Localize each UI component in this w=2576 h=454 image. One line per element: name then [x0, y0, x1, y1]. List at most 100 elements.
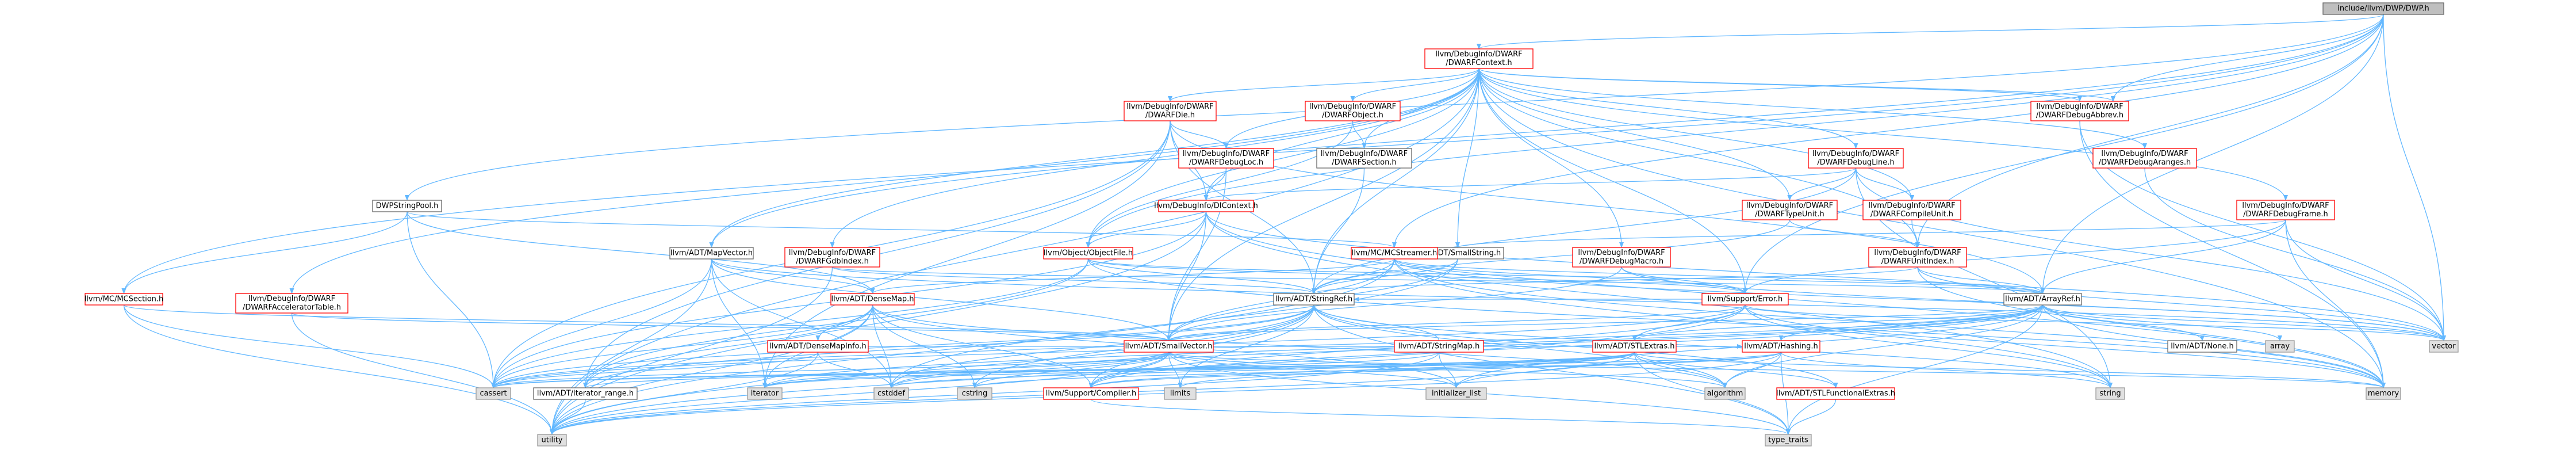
edge-stringmap-to-stringref — [1312, 304, 1440, 341]
edge-mcstreamer-to-supporterror — [1394, 258, 1747, 294]
node-label-dwarfgdbindex-0: llvm/DebugInfo/DWARF — [789, 249, 876, 257]
node-box-dwarftypeunit — [1742, 200, 1838, 220]
node-label-vector-0: vector — [2432, 342, 2456, 351]
node-initlist: initializer_list — [1425, 387, 1487, 400]
edge-supporterror-to-smallvector — [1166, 304, 1746, 341]
edge-objectfile-to-iteratorrange — [583, 258, 1089, 388]
node-box-smallvector — [1124, 340, 1214, 353]
node-label-stringmap-0: llvm/ADT/StringMap.h — [1398, 342, 1480, 351]
node-dwarfunitindex[interactable]: llvm/DebugInfo/DWARF/DWARFUnitIndex.h — [1868, 247, 1967, 268]
node-stlfunctional[interactable]: llvm/ADT/STLFunctionalExtras.h — [1776, 387, 1895, 400]
node-none[interactable]: llvm/ADT/None.h — [2167, 340, 2237, 353]
edge-dwp-to-mapvector — [709, 14, 2384, 248]
node-label-dwarfdebugline-1: /DWARFDebugLine.h — [1817, 158, 1894, 167]
node-box-dwarfdebugframe — [2236, 200, 2335, 220]
node-box-mapvector — [669, 247, 754, 260]
edge-compiler-to-typetraits — [1090, 399, 1791, 435]
node-iteratorrange[interactable]: llvm/ADT/iterator_range.h — [533, 387, 638, 400]
node-box-dwp — [2322, 2, 2444, 15]
node-dicontext[interactable]: llvm/DebugInfo/DIContext.h — [1154, 200, 1258, 212]
node-box-compiler — [1043, 387, 1139, 400]
node-label-dwarftypeunit-0: llvm/DebugInfo/DWARF — [1746, 201, 1833, 210]
node-dwarfdebugabbrev[interactable]: llvm/DebugInfo/DWARF/DWARFDebugAbbrev.h — [2030, 101, 2129, 121]
edge-dwarfcontext-to-memory — [1478, 68, 2386, 388]
node-label-dwarfcompileunit-1: /DWARFCompileUnit.h — [1870, 210, 1953, 219]
edge-dicontext-to-vector — [1205, 211, 2446, 341]
node-label-cstring-0: cstring — [962, 390, 987, 398]
node-label-dwarftypeunit-1: /DWARFTypeUnit.h — [1755, 210, 1824, 219]
node-box-dicontext — [1158, 200, 1254, 212]
node-objectfile[interactable]: llvm/Object/ObjectFile.h — [1043, 247, 1133, 260]
node-dwpstringpool[interactable]: DWPStringPool.h — [372, 200, 442, 212]
edge-smallvector-to-memory — [1168, 352, 2386, 388]
node-box-dwarfobject — [1305, 101, 1401, 121]
node-dwarfdebugframe[interactable]: llvm/DebugInfo/DWARF/DWARFDebugFrame.h — [2236, 200, 2335, 220]
nodes-layer: include/llvm/DWP/DWP.h llvm/DebugInfo/DWA… — [85, 2, 2459, 447]
edge-dwarfcontext-to-dwarfdebugaranges — [1478, 68, 2147, 149]
node-stringmap[interactable]: llvm/ADT/StringMap.h — [1394, 340, 1484, 353]
edge-smallvector-to-cstddef — [889, 352, 1170, 388]
node-label-hashing-0: llvm/ADT/Hashing.h — [1744, 342, 1818, 351]
node-dwarfdebugloc[interactable]: llvm/DebugInfo/DWARF/DWARFDebugLoc.h — [1178, 148, 1274, 169]
edge-dwarfobject-to-objectfile — [1086, 120, 1354, 248]
node-stlextras[interactable]: llvm/ADT/STLExtras.h — [1592, 340, 1677, 353]
node-stringref[interactable]: llvm/ADT/StringRef.h — [1273, 293, 1355, 306]
node-dwarftypeunit[interactable]: llvm/DebugInfo/DWARF/DWARFTypeUnit.h — [1742, 200, 1838, 220]
node-memory: memory — [2366, 387, 2401, 400]
node-box-cstring — [957, 387, 992, 400]
edge-stlextras-to-cstddef — [889, 352, 1635, 388]
edge-smallvector-to-cassert — [491, 352, 1170, 388]
node-dwarfgdbindex[interactable]: llvm/DebugInfo/DWARF/DWARFGdbIndex.h — [784, 247, 880, 268]
node-densemap[interactable]: llvm/ADT/DenseMap.h — [830, 293, 915, 306]
node-dwp[interactable]: include/llvm/DWP/DWP.h — [2322, 2, 2444, 15]
node-dwarfdebugline[interactable]: llvm/DebugInfo/DWARF/DWARFDebugLine.h — [1808, 148, 1904, 169]
edge-mcstreamer-to-string — [1394, 258, 2113, 388]
edge-objectfile-to-memory — [1087, 258, 2386, 388]
edge-dwarfsection-to-stringref — [1312, 167, 1365, 294]
edge-mcstreamer-to-arrayref — [1394, 258, 2045, 294]
node-supporterror[interactable]: llvm/Support/Error.h — [1701, 293, 1789, 306]
node-label-dwarfdie-0: llvm/DebugInfo/DWARF — [1126, 102, 1213, 111]
node-mcstreamer[interactable]: llvm/MC/MCStreamer.h — [1351, 247, 1438, 260]
node-dwarfobject[interactable]: llvm/DebugInfo/DWARF/DWARFObject.h — [1305, 101, 1401, 121]
edge-dwarfcontext-to-dwarfgdbindex — [830, 68, 1479, 248]
node-smallvector[interactable]: llvm/ADT/SmallVector.h — [1124, 340, 1214, 353]
node-box-dwarfaccel — [235, 293, 348, 314]
node-label-densemapinfo-0: llvm/ADT/DenseMapInfo.h — [769, 342, 866, 351]
node-dwarfdie[interactable]: llvm/DebugInfo/DWARF/DWARFDie.h — [1124, 101, 1217, 121]
node-label-limits-0: limits — [1170, 390, 1191, 398]
edge-dwarfcontext-to-dwarftypeunit — [1478, 68, 1792, 201]
node-algorithm: algorithm — [1704, 387, 1746, 400]
edge-mapvector-to-cstddef — [711, 258, 894, 388]
node-dwarfcontext[interactable]: llvm/DebugInfo/DWARF/DWARFContext.h — [1424, 48, 1534, 69]
edge-dwarfunitindex-to-vector — [1917, 266, 2446, 341]
node-label-dwarfdebugmacro-0: llvm/DebugInfo/DWARF — [1578, 249, 1665, 257]
node-box-vector — [2429, 340, 2459, 353]
node-hashing[interactable]: llvm/ADT/Hashing.h — [1742, 340, 1820, 353]
edge-mcstreamer-to-memory — [1394, 258, 2386, 388]
node-dwarfdebugmacro[interactable]: llvm/DebugInfo/DWARF/DWARFDebugMacro.h — [1572, 247, 1671, 268]
edge-dwarfdebugabbrev-to-memory — [2079, 120, 2386, 388]
edges-layer — [121, 14, 2446, 435]
node-mapvector[interactable]: llvm/ADT/MapVector.h — [669, 247, 754, 260]
edge-dwp-to-arrayref — [2040, 14, 2384, 294]
edge-dwp-to-deque — [2111, 14, 2384, 102]
node-iterator: iterator — [747, 387, 783, 400]
node-densemapinfo[interactable]: llvm/ADT/DenseMapInfo.h — [767, 340, 869, 353]
node-dwarfdebugaranges[interactable]: llvm/DebugInfo/DWARF/DWARFDebugAranges.h — [2092, 148, 2197, 169]
node-label-stringref-0: llvm/ADT/StringRef.h — [1275, 295, 1352, 304]
node-box-mcstreamer — [1351, 247, 1438, 260]
node-dwarfsection[interactable]: llvm/DebugInfo/DWARF/DWARFSection.h — [1316, 148, 1412, 169]
node-box-utility — [537, 434, 567, 447]
node-arrayref[interactable]: llvm/ADT/ArrayRef.h — [2003, 293, 2082, 306]
node-label-cassert-0: cassert — [480, 390, 507, 398]
edge-dwarfcontext-to-dwarfcompileunit — [1478, 68, 1914, 201]
node-box-dwarfcompileunit — [1862, 200, 1961, 220]
edge-mapvector-to-vector — [711, 258, 2446, 341]
node-dwarfaccel[interactable]: llvm/DebugInfo/DWARF/DWARFAcceleratorTab… — [235, 293, 348, 314]
node-compiler[interactable]: llvm/Support/Compiler.h — [1043, 387, 1139, 400]
node-dwarfcompileunit[interactable]: llvm/DebugInfo/DWARF/DWARFCompileUnit.h — [1862, 200, 1961, 220]
node-mcsection[interactable]: llvm/MC/MCSection.h — [85, 293, 164, 306]
node-label-dwpstringpool-0: DWPStringPool.h — [376, 202, 439, 211]
edge-supporterror-to-memory — [1745, 304, 2386, 388]
